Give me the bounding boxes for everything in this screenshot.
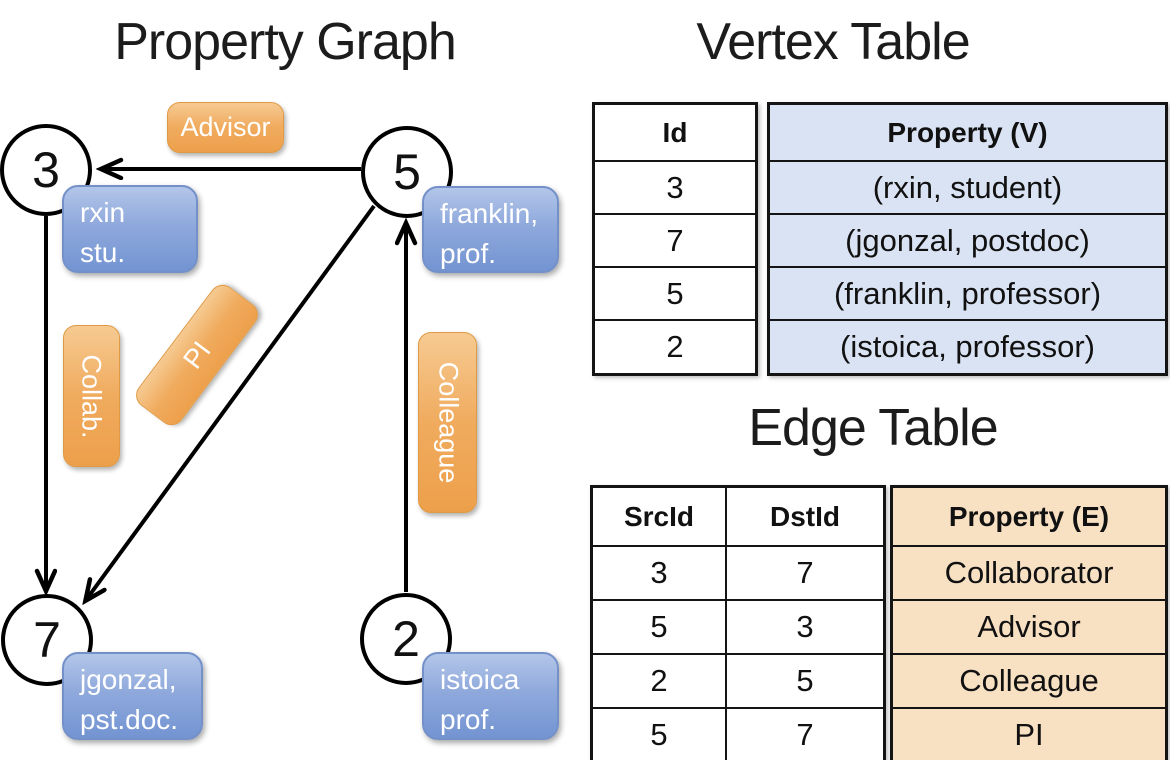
- edge-table-id-columns: SrcId DstId 3 7 5 3 2 5 5 7: [590, 485, 886, 760]
- node-7-id: 7: [33, 612, 61, 668]
- edge-label-colleague: Colleague: [418, 332, 477, 513]
- edge-table-src-cell: 3: [593, 545, 727, 599]
- vertex-label-istoica-line2: prof.: [440, 704, 497, 735]
- edge-table-header-srcid: SrcId: [593, 488, 727, 545]
- node-2-id: 2: [392, 611, 420, 667]
- vertex-label-rxin: rxin stu.: [62, 185, 198, 273]
- vertex-table-title: Vertex Table: [696, 13, 970, 71]
- edge-table-header-property: Property (E): [893, 488, 1165, 545]
- edge-table-property-cell: PI: [893, 707, 1165, 760]
- vertex-table-id-cell: 3: [595, 160, 755, 213]
- graph-node-5: 5: [361, 126, 453, 218]
- edge-table-src-cell: 2: [593, 653, 727, 707]
- vertex-label-franklin-line2: prof.: [440, 238, 497, 269]
- vertex-table-header-property: Property (V): [770, 105, 1165, 160]
- vertex-table-id-column: Id 3 7 5 2: [592, 102, 758, 376]
- graph-edges-canvas: [0, 0, 590, 760]
- node-5-id: 5: [393, 144, 421, 200]
- edge-table-property-cell: Advisor: [893, 599, 1165, 653]
- vertex-label-jgonzal-line2: pst.doc.: [80, 704, 179, 735]
- edge-pi-line: [86, 204, 376, 600]
- edge-label-advisor: Advisor: [167, 102, 284, 153]
- vertex-table-property-column: Property (V) (rxin, student) (jgonzal, p…: [767, 102, 1168, 376]
- vertex-label-rxin-line1: rxin: [80, 197, 126, 228]
- vertex-table-property-cell: (franklin, professor): [770, 266, 1165, 319]
- vertex-label-franklin-line1: franklin,: [440, 198, 539, 229]
- vertex-label-jgonzal-line1: jgonzal,: [80, 664, 177, 695]
- edge-table-src-cell: 5: [593, 599, 727, 653]
- vertex-table-property-cell: (jgonzal, postdoc): [770, 213, 1165, 266]
- edge-table-dst-cell: 7: [727, 545, 883, 599]
- property-graph-title: Property Graph: [114, 13, 457, 71]
- edge-table-property-cell: Colleague: [893, 653, 1165, 707]
- vertex-label-franklin: franklin, prof.: [422, 186, 559, 273]
- edge-label-collab: Collab.: [63, 325, 120, 467]
- vertex-table-id-cell: 5: [595, 266, 755, 319]
- edge-label-collab-text: Collab.: [77, 353, 108, 439]
- vertex-table-header-id: Id: [662, 116, 688, 148]
- vertex-table-id-cell: 2: [595, 319, 755, 373]
- edge-table-src-cell: 5: [593, 707, 727, 760]
- vertex-table-id-cell: 7: [595, 213, 755, 266]
- edge-table-property-column: Property (E) Collaborator Advisor Collea…: [890, 485, 1168, 760]
- vertex-label-rxin-line2: stu.: [80, 237, 126, 268]
- node-3-id: 3: [32, 142, 60, 198]
- edge-table-header-dstid: DstId: [770, 500, 840, 532]
- vertex-table-property-cell: (rxin, student): [770, 160, 1165, 213]
- graph-node-2: 2: [360, 593, 452, 685]
- edge-table-title: Edge Table: [748, 399, 998, 457]
- edge-table-dst-cell: 5: [727, 653, 883, 707]
- vertex-label-jgonzal: jgonzal, pst.doc.: [62, 652, 203, 740]
- edge-table-dst-cell: 7: [727, 707, 883, 760]
- edge-table-property-cell: Collaborator: [893, 545, 1165, 599]
- vertex-label-istoica-line1: istoica: [440, 664, 520, 695]
- edge-label-colleague-text: Colleague: [433, 361, 463, 484]
- vertex-label-istoica: istoica prof.: [422, 652, 559, 740]
- vertex-table-property-cell: (istoica, professor): [770, 319, 1165, 373]
- edge-table-dst-cell: 3: [727, 599, 883, 653]
